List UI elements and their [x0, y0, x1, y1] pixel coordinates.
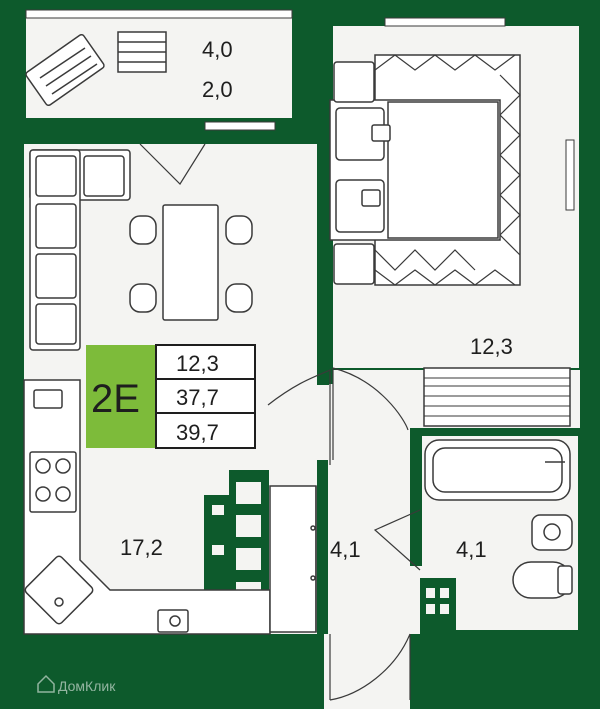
- domclick-house-icon: [37, 674, 55, 693]
- bathroom-area-label: 4,1: [456, 537, 487, 562]
- bath-shaft-wall: [420, 578, 456, 634]
- window-bedroom-right: [565, 139, 575, 211]
- windows: [25, 9, 575, 211]
- sofa: [29, 149, 131, 351]
- window-balcony-door: [204, 121, 276, 131]
- domclick-watermark: ДомКлик: [37, 674, 116, 694]
- entrance-opening: [324, 634, 410, 709]
- kitchen-counter: [23, 379, 271, 635]
- badge-code-box: [86, 345, 156, 448]
- balcony-reduced-label: 2,0: [202, 77, 233, 102]
- apartment-badge: 2Е 12,3 37,7 39,7: [86, 344, 256, 449]
- bedroom-furniture: [329, 54, 521, 286]
- badge-total-area: 37,7: [176, 385, 219, 410]
- dining-set: [129, 204, 253, 321]
- balcony-area-label: 4,0: [202, 37, 233, 62]
- window-balcony-top: [25, 9, 293, 19]
- balcony-furniture: [25, 31, 167, 107]
- watermark-text: ДомКлик: [58, 678, 116, 694]
- kitchen-living-area-label: 17,2: [120, 535, 163, 560]
- badge-living-area: 12,3: [176, 351, 219, 376]
- badge-area-with-balcony: 39,7: [176, 420, 219, 445]
- hall-wardrobe: [269, 485, 317, 633]
- badge-code: 2Е: [91, 377, 140, 421]
- bedroom-area-label: 12,3: [470, 334, 513, 359]
- badge-values-box: [155, 344, 256, 449]
- window-bedroom-top: [384, 17, 506, 27]
- bedroom-wardrobe: [423, 367, 571, 427]
- bathroom-fixtures: [424, 439, 573, 599]
- hall-area-label: 4,1: [330, 537, 361, 562]
- doors: [139, 143, 421, 701]
